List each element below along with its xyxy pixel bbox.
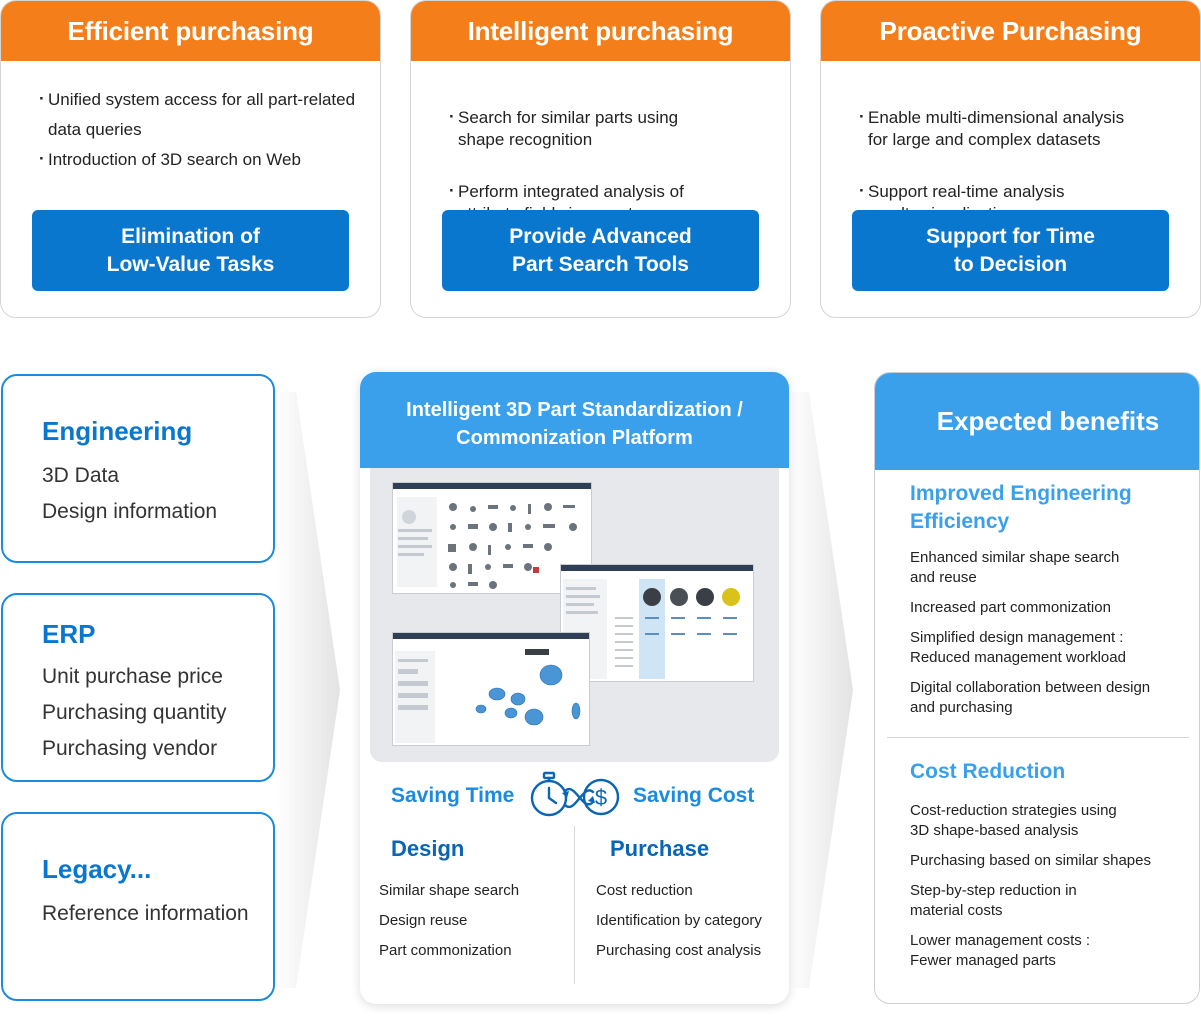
benefits-divider [887, 737, 1189, 738]
purchase-item: Cost reduction [596, 882, 693, 899]
card-title: Intelligent purchasing [411, 1, 790, 61]
time-to-decision-button[interactable]: Support for Time to Decision [852, 210, 1169, 291]
benefit-item: Enhanced similar shape search and reuse [910, 549, 1120, 586]
card-bullet: Introduction of 3D search on Web [39, 144, 359, 175]
source-lines: Reference information [42, 896, 249, 932]
purchase-list: Cost reduction Identification by categor… [596, 876, 762, 966]
saving-time-label: Saving Time [391, 784, 515, 807]
card-bullet: Search for similar parts using shape rec… [449, 106, 769, 151]
source-line: Unit purchase price [42, 665, 223, 688]
source-line: 3D Data [42, 464, 120, 487]
card-proactive-purchasing: Proactive Purchasing Enable multi-dimens… [820, 0, 1201, 318]
cost-reduction-title: Cost Reduction [910, 760, 1066, 783]
source-title: Engineering [42, 416, 193, 446]
card-title: Efficient purchasing [1, 1, 380, 61]
card-bullet: Enable multi-dimensional analysis for la… [859, 106, 1179, 151]
design-title: Design [391, 836, 465, 861]
expected-benefits-panel: Expected benefits Improved Engineering E… [874, 372, 1200, 1004]
benefit-item: Purchasing based on similar shapes [910, 852, 1151, 869]
stopwatch-dollar-icon: $ [530, 771, 620, 817]
benefit-item: Step-by-step reduction in material costs [910, 882, 1077, 919]
engineering-benefit-list: Enhanced similar shape search and reuse … [910, 548, 1150, 728]
benefit-item: Lower management costs : Fewer managed p… [910, 932, 1091, 969]
design-item: Design reuse [379, 912, 468, 929]
platform-panel: Intelligent 3D Part Standardization / Co… [360, 372, 789, 1004]
source-line: Purchasing quantity [42, 701, 227, 724]
design-item: Part commonization [379, 942, 512, 959]
parts-grid-thumbnail [397, 497, 577, 589]
source-lines: Unit purchase price Purchasing quantity … [42, 659, 226, 767]
design-list: Similar shape search Design reuse Part c… [379, 876, 519, 966]
source-legacy: Legacy... Reference information [1, 812, 275, 1001]
source-lines: 3D Data Design information [42, 458, 217, 530]
benefit-item: Cost-reduction strategies using 3D shape… [910, 802, 1117, 839]
advanced-search-button[interactable]: Provide Advanced Part Search Tools [442, 210, 759, 291]
purchase-item: Purchasing cost analysis [596, 942, 762, 959]
screenshot-bubble-analysis [392, 632, 590, 746]
purchase-title: Purchase [610, 836, 710, 861]
screenshot-part-comparison [560, 564, 754, 682]
design-item: Similar shape search [379, 882, 520, 899]
benefits-title: Expected benefits [875, 373, 1199, 470]
card-efficient-purchasing: Efficient purchasing Unified system acce… [0, 0, 381, 318]
flow-chevron-right [789, 392, 853, 988]
card-intelligent-purchasing: Intelligent purchasing Search for simila… [410, 0, 791, 318]
engineering-efficiency-title: Improved Engineering Efficiency [910, 482, 1132, 533]
card-bullet-list: Unified system access for all part-relat… [39, 84, 359, 175]
software-screenshots [370, 468, 779, 762]
source-erp: ERP Unit purchase price Purchasing quant… [1, 593, 275, 782]
source-line: Reference information [42, 902, 249, 925]
source-title: Legacy... [42, 854, 152, 884]
platform-title: Intelligent 3D Part Standardization / Co… [360, 372, 789, 468]
purchase-item: Identification by category [596, 912, 762, 929]
bubble-chart-thumbnail [395, 649, 581, 743]
card-title: Proactive Purchasing [821, 1, 1200, 61]
benefit-item: Increased part commonization [910, 599, 1111, 616]
source-engineering: Engineering 3D Data Design information [1, 374, 275, 563]
cost-benefit-list: Cost-reduction strategies using 3D shape… [910, 801, 1151, 981]
source-title: ERP [42, 619, 96, 649]
source-line: Purchasing vendor [42, 737, 218, 760]
benefit-item: Digital collaboration between design and… [910, 679, 1151, 716]
screenshot-parts-grid [392, 482, 592, 594]
card-bullet: Unified system access for all part-relat… [39, 84, 359, 145]
column-divider [574, 826, 575, 984]
source-line: Design information [42, 500, 218, 523]
flow-chevron-left [276, 392, 340, 988]
elimination-button[interactable]: Elimination of Low-Value Tasks [32, 210, 349, 291]
saving-cost-label: Saving Cost [633, 784, 755, 807]
svg-text:$: $ [595, 785, 607, 810]
card-bullet-list: Enable multi-dimensional analysis for la… [859, 85, 1179, 255]
benefit-item: Simplified design management : Reduced m… [910, 629, 1126, 666]
